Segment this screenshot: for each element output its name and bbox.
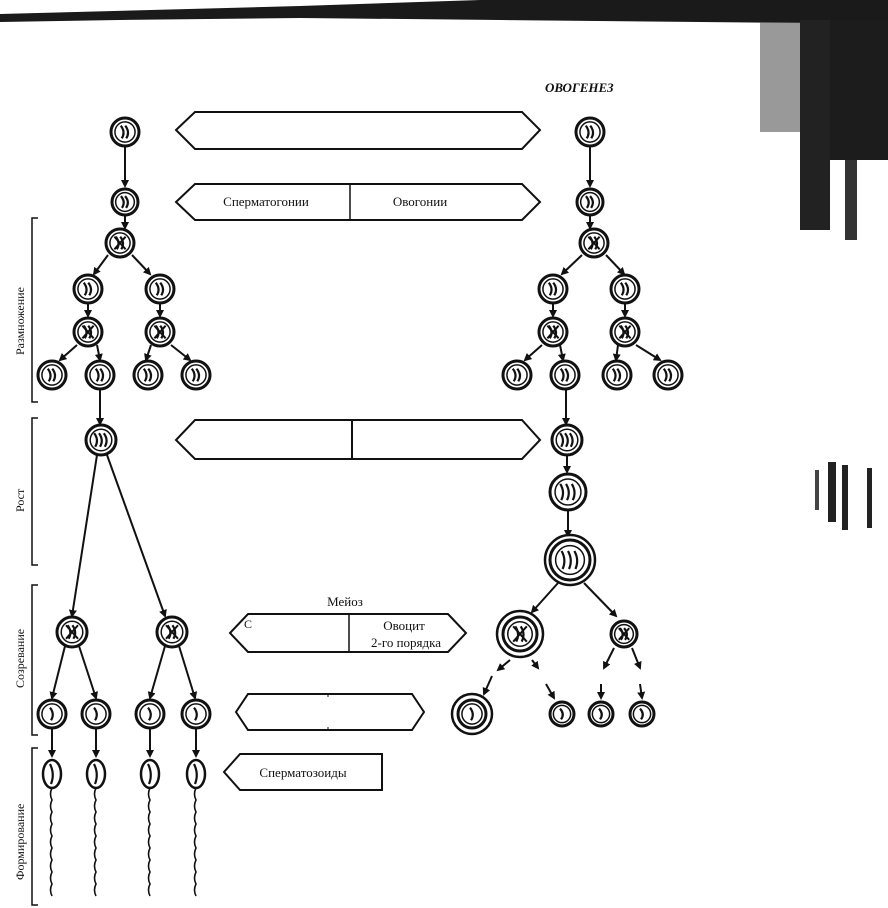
oocyte-2-cell [495, 609, 545, 659]
oogonium-cell-6a [501, 359, 533, 391]
arrow-f-5d [635, 344, 662, 362]
spermatid-cell-3 [134, 698, 166, 730]
stage-box-6 [222, 753, 383, 791]
arrow-m-8b [78, 645, 98, 700]
spermatogonium-cell-5b [144, 316, 176, 348]
spermatid-cell-1 [36, 698, 68, 730]
stage-label-growth: Рост [13, 488, 27, 512]
spermatogonium-cell-6b [84, 359, 116, 391]
spermatogonium-cell-4a [72, 273, 104, 305]
stage-box-5 [234, 693, 426, 731]
spermatocyte-2-cell-a [55, 615, 89, 649]
spermatocyte-1-cell [84, 423, 118, 457]
spermatozoon-1 [41, 758, 63, 897]
oogonium-cell-6b [549, 359, 581, 391]
spermatid-cell-2 [80, 698, 112, 730]
arrow-f-5c [612, 344, 621, 362]
arrow-m-7a [68, 454, 98, 618]
spermatozoon-3 [139, 758, 161, 897]
spermatogonium-cell-3 [104, 227, 136, 259]
label-oocyte-line1: Овоцит [383, 618, 425, 633]
sperm-tails [41, 758, 207, 897]
arrow-f-10b [531, 659, 540, 670]
spermatogonium-cell-4b [144, 273, 176, 305]
oogonium-cell-1 [574, 116, 606, 148]
oocyte-1-cell-mature [543, 533, 597, 587]
arrow-m-7b [106, 454, 167, 618]
cell-group [36, 116, 684, 736]
arrow-m-3a [92, 254, 109, 276]
spermatogonium-cell-2 [110, 187, 140, 217]
spermatogonium-cell-6c [132, 359, 164, 391]
arrow-f-5a [523, 344, 543, 362]
arrow-f-9a [530, 582, 559, 614]
arrow-m-5a [58, 344, 78, 362]
oocyte-1-cell-early [550, 423, 584, 457]
arrow-f-12c [637, 683, 646, 700]
polar-body-1 [609, 619, 639, 649]
arrow-m-8c [147, 645, 166, 700]
arrow-f-10d [631, 647, 642, 670]
stage-brackets [31, 217, 38, 906]
label-spermatozoa: Сперматозоиды [259, 765, 346, 780]
oocyte-1-cell-growing [548, 472, 588, 512]
arrow-f-12a [545, 683, 555, 700]
arrow-f-3a [560, 254, 583, 276]
spermatogonium-cell-5a [72, 316, 104, 348]
arrow-m-5b [94, 344, 103, 362]
spermatogonium-cell-1 [109, 116, 141, 148]
oogonium-cell-5a [537, 316, 569, 348]
scan-artifacts [0, 0, 888, 530]
arrow-f-11 [482, 675, 493, 696]
stage-label-maturation: Созревание [13, 629, 27, 688]
arrow-f-10a [496, 659, 511, 672]
oogonium-cell-4b [609, 273, 641, 305]
oogonium-cell-5b [609, 316, 641, 348]
polar-body-2b [587, 700, 615, 728]
spermatogonium-cell-6d [180, 359, 212, 391]
arrow-m-3b [131, 254, 152, 276]
title-oogenesis: ОВОГЕНЕЗ [545, 80, 614, 95]
arrow-m-5c [144, 344, 152, 362]
ovum-cell [450, 692, 494, 736]
stage-label-formation: Формирование [13, 804, 27, 880]
arrow-m-5d [170, 344, 192, 362]
spermatogonium-cell-6a [36, 359, 68, 391]
oogonium-cell-2 [575, 187, 605, 217]
label-meiosis: Мейоз [327, 594, 363, 609]
oogonium-cell-3 [578, 227, 610, 259]
label-spermatogonia: Сперматогонии [223, 194, 309, 209]
oogonium-cell-6d [652, 359, 684, 391]
stage-box-2 [174, 183, 542, 221]
polar-body-2c [628, 700, 656, 728]
label-oocyte-line2: 2-го порядка [371, 635, 441, 650]
arrow-f-9b [583, 582, 618, 618]
arrow-f-3b [605, 254, 626, 276]
stage-box-3 [174, 419, 542, 460]
stage-label-reproduction: Размножение [13, 287, 27, 355]
oogonium-cell-6c [601, 359, 633, 391]
spermatocyte-2-cell-b [155, 615, 189, 649]
arrow-m-8d [178, 645, 198, 700]
oogonium-cell-4a [537, 273, 569, 305]
stage-box-4 [228, 613, 468, 653]
label-oogonia: Овогонии [393, 194, 447, 209]
arrow-f-5b [557, 344, 566, 362]
lineage-arrows [48, 147, 662, 758]
polar-body-2a [548, 700, 576, 728]
arrow-m-8a [49, 645, 66, 700]
spermatozoon-4 [185, 758, 207, 897]
spermatozoon-2 [85, 758, 107, 897]
label-first-order-prefix: С [244, 617, 252, 631]
stage-box-1 [174, 111, 542, 150]
arrow-f-10c [603, 647, 615, 670]
spermatid-cell-4 [180, 698, 212, 730]
